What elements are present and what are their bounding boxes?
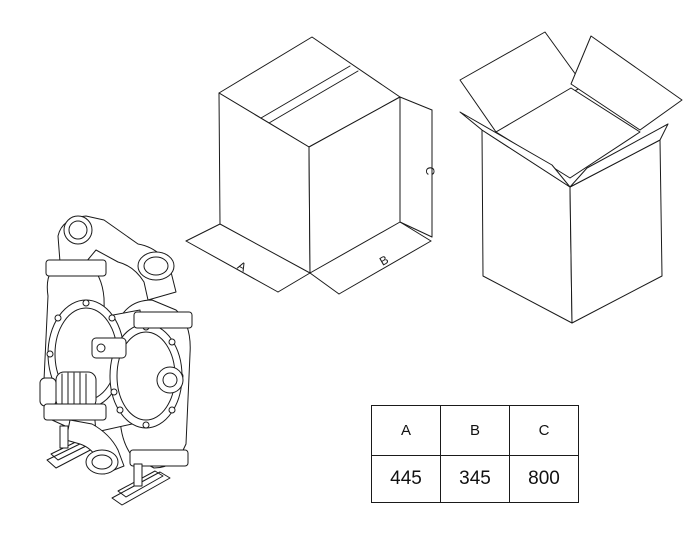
table-value-a: 445: [371, 455, 441, 503]
closed-box-tape-seam-2: [268, 70, 359, 124]
open-box: [459, 31, 683, 324]
dimensions-table-value-row: 445 345 800: [371, 455, 579, 503]
pump-top-port-right: [137, 251, 175, 281]
pump-bottom-port: [85, 449, 119, 475]
open-box-back-right-flap: [570, 35, 683, 131]
dimension-lines: [185, 96, 433, 295]
dimension-label-b: B: [377, 252, 391, 268]
pump-flange-bottom-right: [129, 449, 189, 467]
closed-box: [218, 36, 401, 274]
table-header-b: B: [440, 405, 510, 456]
closed-box-tape-seam-1: [260, 65, 351, 119]
open-box-front-right-flap: [569, 123, 669, 188]
dimension-label-a: A: [235, 258, 249, 274]
pump-cover-cap: [156, 366, 184, 394]
pump-air-valve: [91, 337, 127, 359]
dimensions-table: A B C 445 345 800: [371, 405, 579, 503]
pump-flange-bottom-left: [43, 403, 107, 421]
pump-top-port-left: [63, 215, 93, 245]
pump-flange-top-right: [133, 311, 193, 329]
pump-muffler: [39, 371, 97, 409]
table-value-b: 345: [440, 455, 510, 503]
dimensions-table-header-row: A B C: [371, 405, 579, 456]
dimension-label-c: C: [423, 167, 437, 176]
table-header-a: A: [371, 405, 441, 456]
pump-flange-top-left: [45, 259, 107, 277]
table-value-c: 800: [509, 455, 579, 503]
table-header-c: C: [509, 405, 579, 456]
diaphragm-pump-illustration: [39, 215, 193, 506]
